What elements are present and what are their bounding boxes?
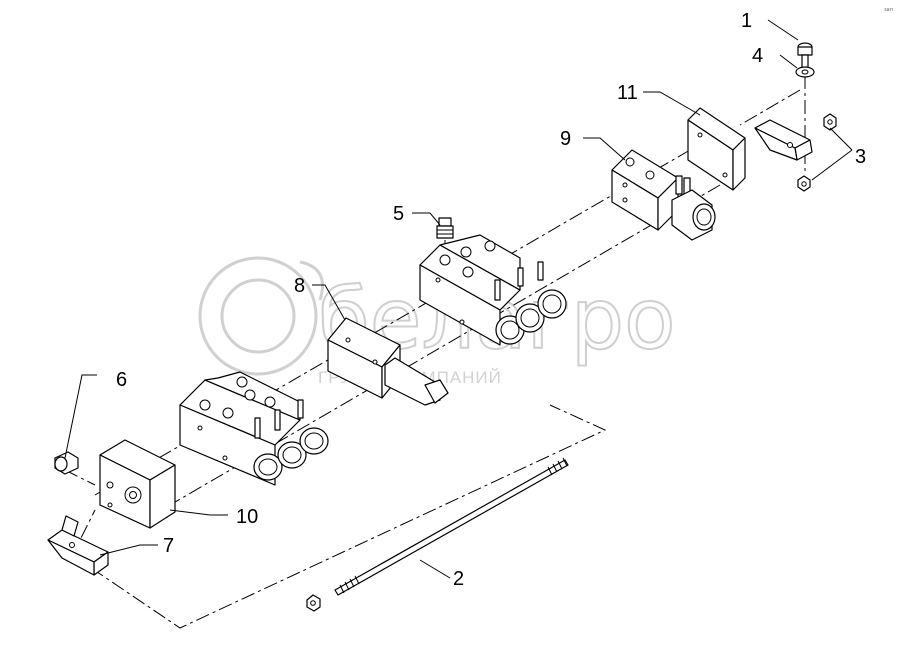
part-3-bracket [754, 119, 813, 161]
callout-6: 6 [116, 369, 127, 391]
part-8-spacer-block [327, 317, 449, 406]
callout-7: 7 [163, 535, 174, 557]
solenoid-coil [495, 289, 567, 345]
valve-block-middle [419, 234, 567, 346]
callout-9: 9 [560, 128, 571, 150]
callout-8: 8 [294, 275, 305, 297]
nut-icon [797, 113, 837, 192]
part-7-bracket [47, 515, 109, 576]
part-4-washer [795, 66, 815, 78]
callout-1: 1 [741, 10, 752, 32]
callout-5: 5 [393, 203, 404, 225]
watermark-logo-icon [198, 256, 324, 376]
callout-11: 11 [617, 82, 638, 104]
callout-10: 10 [236, 506, 258, 528]
part-9-valve-section [611, 149, 716, 241]
callout-2: 2 [453, 568, 464, 590]
callout-3: 3 [855, 146, 866, 168]
solenoid-coil [253, 427, 329, 481]
callouts: 1 4 3 11 9 5 8 6 10 7 2 [116, 10, 866, 590]
corner-mark: зап [884, 7, 893, 13]
part-2-stud [334, 457, 569, 596]
valve-block-left [179, 371, 329, 486]
leader-lines [64, 19, 853, 579]
part-1-bolt [797, 42, 813, 70]
part-11-plate [687, 107, 746, 191]
part-10-end-block [99, 439, 176, 529]
callout-4: 4 [752, 45, 763, 67]
part-5-fitting [436, 217, 454, 239]
part-6-fitting [54, 451, 79, 475]
nut-icon [306, 594, 321, 612]
